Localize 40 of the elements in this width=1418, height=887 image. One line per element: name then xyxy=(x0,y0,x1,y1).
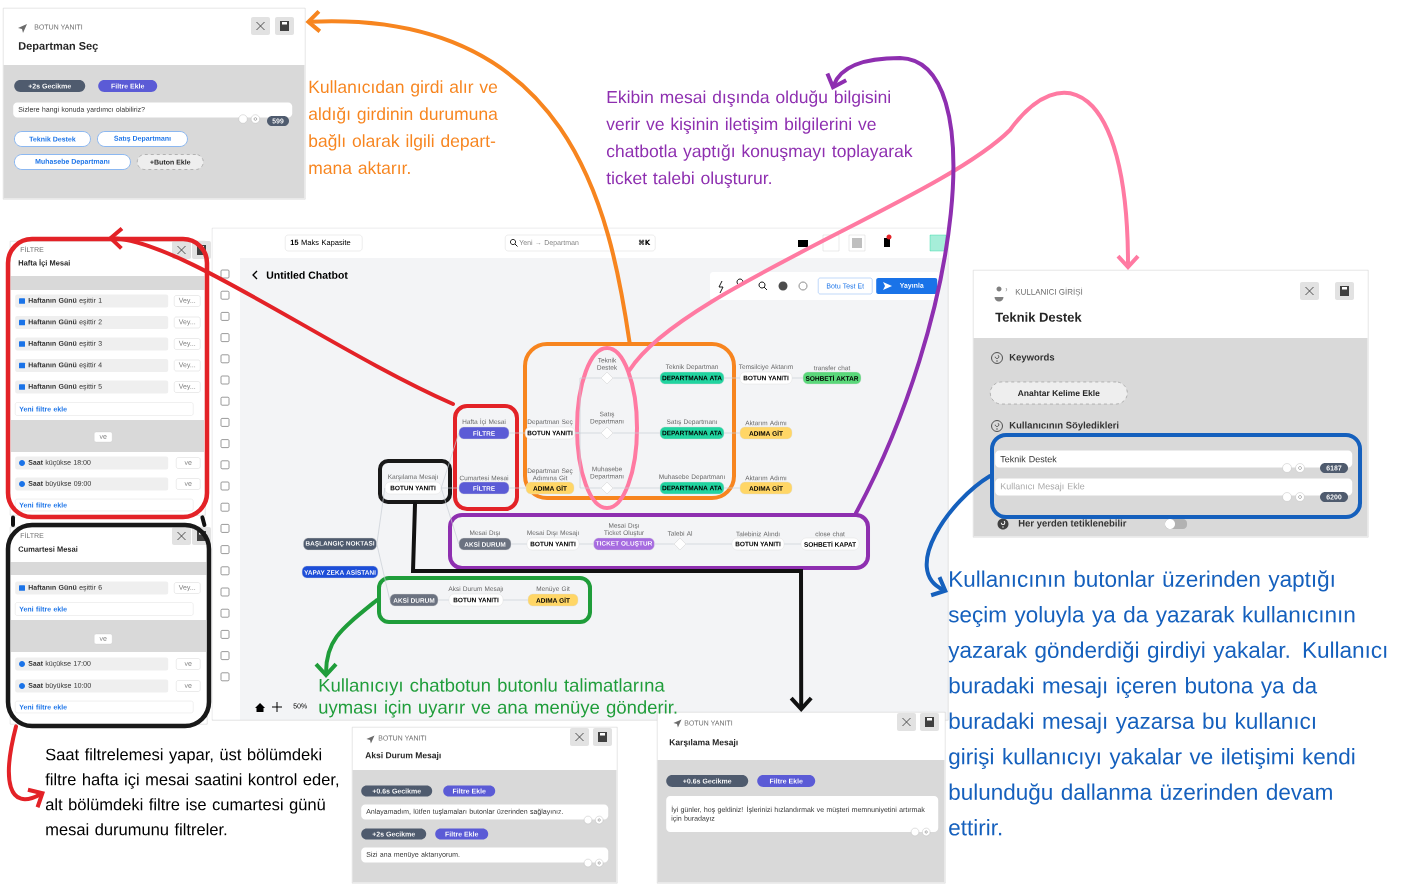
flow-connector xyxy=(440,487,460,489)
flow-connector xyxy=(440,432,460,489)
highlight-box xyxy=(377,576,592,624)
panel-title: Aksi Durum Mesajı xyxy=(365,752,441,760)
highlight-box xyxy=(523,342,736,500)
connector-line xyxy=(200,515,207,527)
flow-connector xyxy=(376,543,391,601)
arrow xyxy=(825,56,956,515)
caption-text: KULLANICI GİRİŞİ xyxy=(1015,287,1083,297)
highlight-ellipse xyxy=(575,346,639,510)
annotation-text: Kullanıcıdan girdi alır ve aldığı girdinin durumuna bağlı olarak ilgili depart-mana aktarır. xyxy=(308,80,498,175)
flow-connector xyxy=(574,432,602,489)
arrow xyxy=(627,90,1140,373)
arrow xyxy=(924,474,992,598)
flow-connector xyxy=(440,487,460,545)
flow-connector xyxy=(508,432,526,434)
arrow xyxy=(6,724,45,808)
arrow xyxy=(314,598,379,678)
arrow xyxy=(107,226,455,406)
flow-connector xyxy=(376,487,386,545)
panel-title: Teknik Destek xyxy=(995,312,1082,322)
flow-connector xyxy=(723,432,741,434)
panel-title: Departman Seç xyxy=(18,42,98,52)
highlight-box xyxy=(453,404,519,511)
panel-title: Karşılama Mesajı xyxy=(669,739,738,747)
chatbot-title: Untitled Chatbot xyxy=(266,271,348,279)
arrow xyxy=(410,502,813,712)
flow-connector xyxy=(723,487,741,489)
field-label: Her yerden tetiklenebilir xyxy=(1018,519,1127,529)
field-label: Keywords xyxy=(1009,353,1055,363)
flow-connector xyxy=(508,487,527,489)
annotation-text: Ekibin mesai dışında olduğu bilgisini verir ve kişinin iletişim bilgilerini ve chatbotla yaptığı konuşmayı toplayarak ticket talebi oluşturur. xyxy=(606,90,913,188)
annotation-text: Kullanıcının butonlar üzerinden yaptığı seçim yoluyla ya da yazarak kullanıcının yazarak gönderdiği girdiyi yakalar. Kullanıcı buradaki mesajı içeren butona ya da buradaki mesajı yazarsa bu kullanıcı girişi kullanıcıyı yakalar ve iletişimi kendi bulunduğu dallanma üzerinden devam ettirir. xyxy=(948,570,1387,836)
arrow xyxy=(305,9,632,344)
connector-line xyxy=(11,515,15,527)
add-button: Anahtar Kelime Ekle xyxy=(990,381,1128,405)
annotation-text: Saat filtrelemesi yapar, üst bölümdeki filtre hafta içi mesai saatini kontrol eder, alt bölümdeki filtre ise cumartesi günü mesai durumunu filtreler. xyxy=(45,748,339,836)
highlight-box xyxy=(378,459,452,504)
highlight-box xyxy=(448,513,870,570)
field-label: Kullanıcının Söyledikleri xyxy=(1009,421,1119,431)
